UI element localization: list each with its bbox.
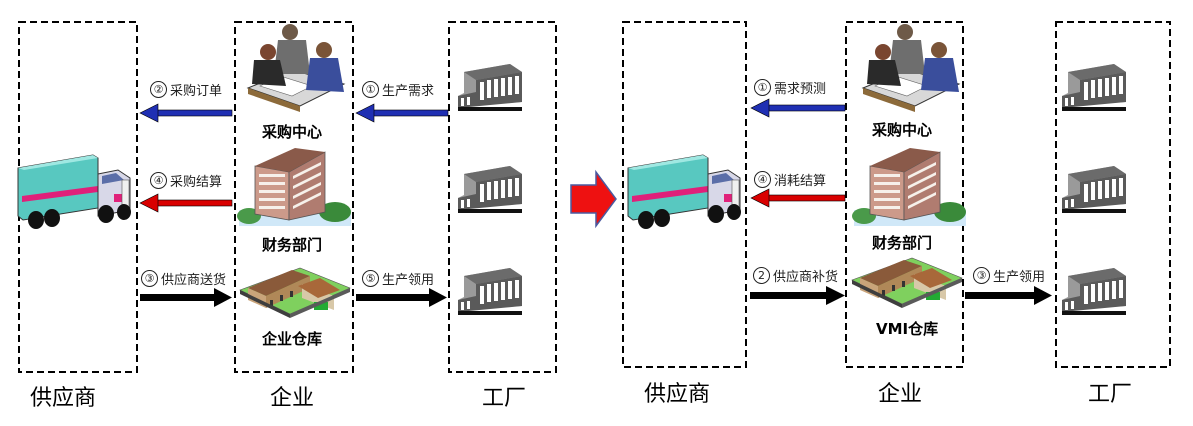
right-column-factory: 工厂 [1088,382,1133,407]
right-arrow-consumption-settlement [750,188,846,208]
flow-text: 供应商送货 [161,273,227,288]
right-office-building-icon [851,147,967,227]
flow-text: 供应商补货 [773,270,839,285]
flow-text: 采购订单 [170,84,223,99]
right-node-purchase-center: 采购中心 [872,121,933,139]
step-number: ④ [150,172,167,189]
right-factory-box [1055,21,1171,368]
right-column-enterprise: 企业 [878,382,923,407]
right-node-vmi-warehouse: VMI仓库 [876,320,939,338]
step-number: 2 [753,267,770,284]
right-enterprise-box [845,21,964,368]
left-arrow-purchase-order [139,103,233,123]
right-factory-icon-3 [1062,268,1126,315]
left-factory-box [448,21,557,373]
left-arrow-purchase-settlement [139,193,233,213]
left-column-factory: 工厂 [482,386,527,411]
flow-text: 采购结算 [170,175,223,190]
left-column-supplier: 供应商 [30,386,97,411]
left-factory-icon-1 [458,64,522,111]
step-number: ③ [141,270,158,287]
left-factory-icon-3 [458,268,522,315]
step-number: ① [754,79,771,96]
right-supplier-box [622,21,747,368]
step-number: ② [150,81,167,98]
left-arrow-production-requisition [356,288,447,307]
left-node-enterprise-warehouse: 企业仓库 [262,330,323,348]
step-number: ① [362,81,379,98]
flow-text: 生产需求 [382,84,435,99]
step-number: ③ [973,267,990,284]
left-truck-icon [17,154,132,230]
step-number: ④ [754,171,771,188]
flow-text: 生产领用 [382,273,435,288]
right-column-supplier: 供应商 [644,382,711,407]
transition-arrow [570,169,617,229]
step-number: ⑤ [362,270,379,287]
right-node-finance-dept: 财务部门 [872,234,933,252]
left-factory-icon-2 [458,166,522,213]
left-enterprise-box [234,21,354,373]
left-office-building-icon [236,147,352,227]
left-column-enterprise: 企业 [270,386,315,411]
right-factory-icon-2 [1062,166,1126,213]
right-truck-icon [627,154,742,230]
right-meeting-icon [862,23,960,113]
right-arrow-demand-forecast [750,98,846,118]
flow-text: 生产领用 [993,270,1046,285]
right-factory-icon-1 [1062,64,1126,111]
left-warehouse-icon [239,267,351,319]
flow-text: 消耗结算 [774,174,827,189]
left-arrow-supplier-delivery [140,288,232,307]
right-warehouse-icon [851,257,963,309]
right-arrow-supplier-replenishment [750,286,845,305]
left-node-purchase-center: 采购中心 [262,123,323,141]
left-meeting-icon [247,23,345,113]
left-arrow-production-demand [355,103,449,123]
left-node-finance-dept: 财务部门 [262,236,323,254]
right-arrow-production-requisition [965,286,1052,305]
flow-text: 需求预测 [774,82,827,97]
